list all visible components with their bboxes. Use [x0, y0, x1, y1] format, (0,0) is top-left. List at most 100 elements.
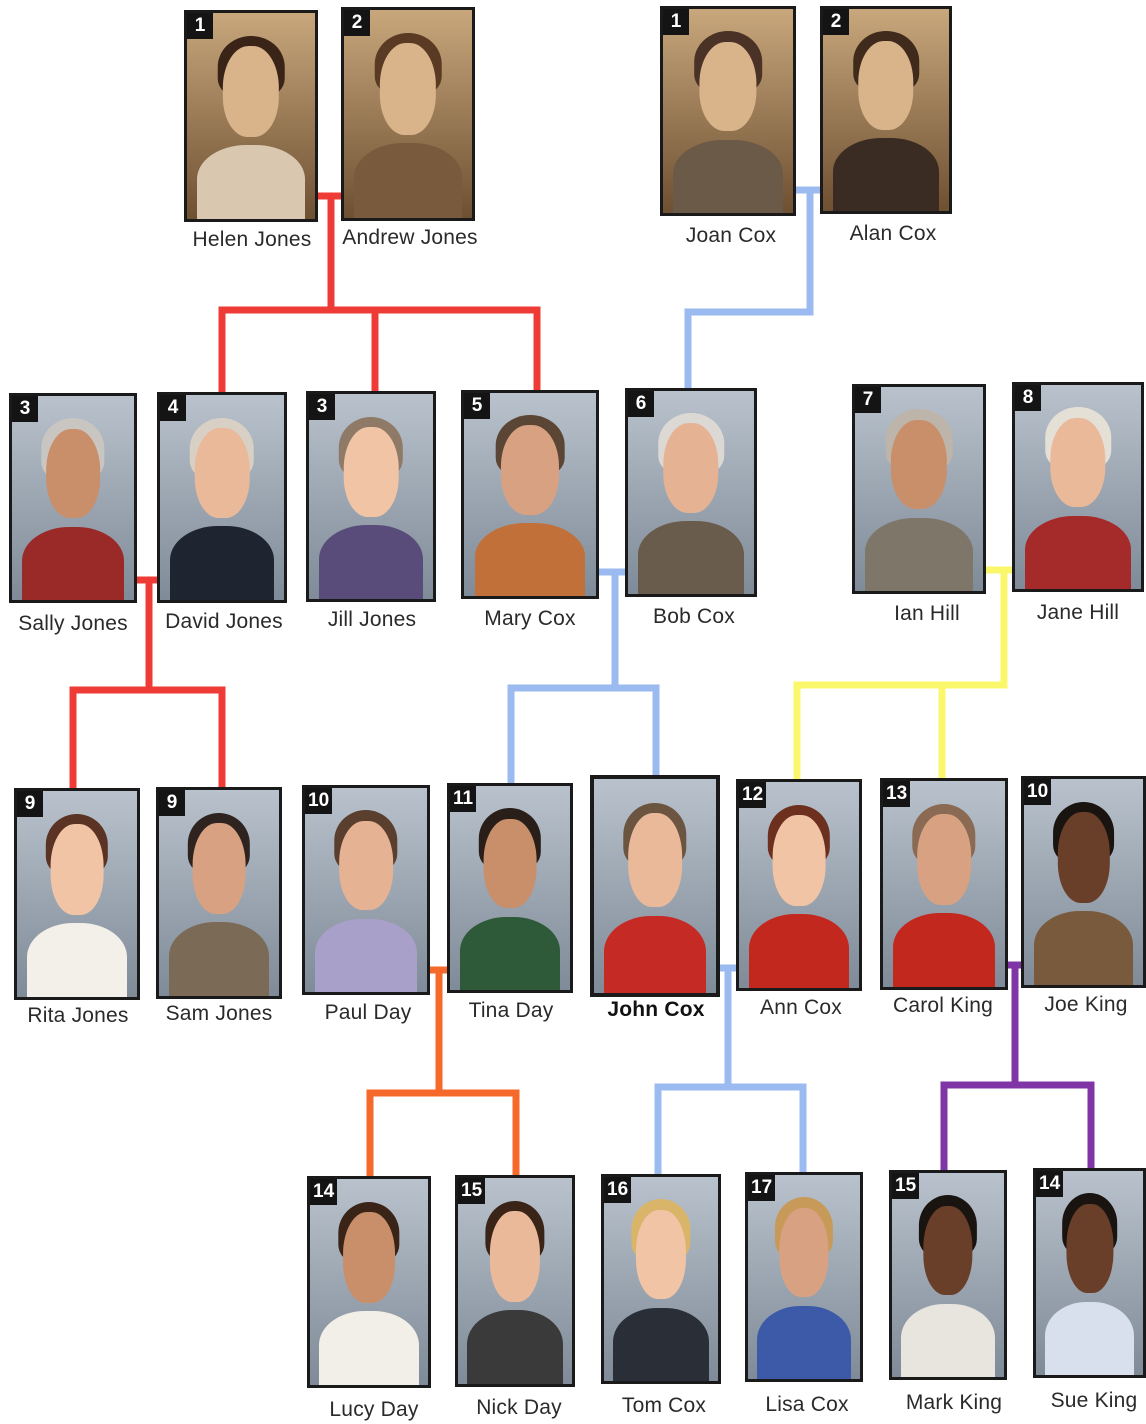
person-card-sue: 14 [1033, 1168, 1146, 1378]
face-shape [343, 1211, 395, 1303]
person-number-badge: 2 [823, 9, 849, 35]
clothing-shape [474, 522, 586, 596]
person-number-badge: 16 [604, 1177, 632, 1203]
face-shape [699, 41, 757, 132]
person-number-badge: 5 [464, 393, 490, 419]
person-name-jill: Jill Jones [327, 608, 417, 631]
person-number-badge: 1 [663, 9, 689, 35]
person-name-lucy: Lucy Day [329, 1398, 419, 1421]
person-name-helen: Helen Jones [192, 228, 312, 251]
face-shape [339, 820, 393, 911]
connector-ian-jane-children [793, 566, 1016, 783]
person-card-sally: 3 [9, 393, 137, 603]
clothing-shape [748, 913, 850, 988]
person-card-carol: 13 [880, 778, 1008, 990]
connector-mary-bob-children [507, 568, 660, 787]
person-number-badge: 12 [739, 782, 767, 808]
person-card-mary: 5 [461, 390, 599, 599]
clothing-shape [1025, 515, 1131, 589]
person-number-badge: 7 [855, 387, 881, 413]
portrait-photo [310, 1179, 428, 1385]
person-card-john [590, 775, 720, 997]
face-shape [1057, 811, 1110, 903]
person-card-joe: 10 [1021, 776, 1146, 988]
face-shape [489, 1210, 541, 1302]
clothing-shape [756, 1305, 852, 1379]
portrait-photo [739, 782, 859, 988]
person-name-ann: Ann Cox [760, 996, 842, 1019]
portrait-photo [748, 1175, 860, 1379]
portrait-photo [458, 1178, 572, 1384]
person-name-joan: Joan Cox [685, 224, 777, 247]
person-name-sally: Sally Jones [18, 612, 128, 635]
clothing-shape [354, 143, 462, 218]
face-shape [663, 423, 719, 513]
clothing-shape [26, 922, 128, 997]
connector-joan-alan-bob [684, 186, 824, 392]
portrait-photo [628, 391, 754, 594]
face-shape [194, 427, 250, 518]
person-name-bob: Bob Cox [653, 605, 735, 628]
person-number-badge: 10 [1024, 779, 1052, 805]
person-card-rita: 9 [14, 788, 140, 1000]
person-name-david: David Jones [165, 610, 283, 633]
person-name-lisa: Lisa Cox [765, 1393, 849, 1416]
portrait-photo [305, 788, 427, 992]
face-shape [1050, 417, 1106, 508]
portrait-photo [1036, 1171, 1143, 1375]
person-card-jane: 8 [1012, 382, 1144, 592]
portrait-photo [1015, 385, 1141, 589]
clothing-shape [169, 526, 275, 600]
person-name-alan: Alan Cox [849, 222, 937, 245]
person-number-badge: 8 [1015, 385, 1041, 411]
person-card-tina: 11 [447, 783, 573, 993]
clothing-shape [314, 918, 418, 992]
face-shape [379, 43, 437, 135]
portrait-photo [892, 1173, 1004, 1377]
person-number-badge: 3 [309, 394, 335, 420]
person-card-mark: 15 [889, 1170, 1007, 1380]
face-shape [222, 45, 280, 137]
person-number-badge: 4 [160, 395, 186, 421]
person-number-badge: 9 [17, 791, 43, 817]
clothing-shape [603, 915, 707, 993]
face-shape [50, 823, 104, 915]
person-number-badge: 15 [458, 1178, 486, 1204]
person-card-lucy: 14 [307, 1176, 431, 1388]
clothing-shape [1044, 1301, 1135, 1375]
person-name-rita: Rita Jones [27, 1004, 129, 1027]
person-card-sam: 9 [156, 787, 282, 999]
portrait-photo [663, 9, 793, 213]
face-shape [192, 822, 246, 914]
portrait-photo [823, 9, 949, 211]
person-number-badge: 15 [892, 1173, 920, 1199]
face-shape [628, 813, 682, 908]
face-shape [772, 814, 826, 906]
person-name-ian: Ian Hill [894, 602, 960, 625]
portrait-photo [159, 790, 279, 996]
face-shape [923, 1205, 973, 1296]
clothing-shape [459, 916, 561, 990]
face-shape [343, 426, 399, 517]
portrait-photo [187, 13, 315, 219]
person-card-paul: 10 [302, 785, 430, 995]
person-card-jill: 3 [306, 391, 436, 602]
person-name-tina: Tina Day [468, 999, 554, 1022]
person-name-andrew: Andrew Jones [342, 226, 478, 249]
clothing-shape [197, 144, 305, 219]
portrait-photo [12, 396, 134, 600]
clothing-shape [673, 139, 783, 213]
person-card-andrew: 2 [341, 7, 475, 221]
clothing-shape [318, 525, 424, 599]
person-number-badge: 3 [12, 396, 38, 422]
portrait-photo [160, 395, 284, 600]
person-card-lisa: 17 [745, 1172, 863, 1382]
clothing-shape [1033, 910, 1134, 985]
person-number-badge: 13 [883, 781, 911, 807]
clothing-shape [21, 526, 125, 600]
person-name-jane: Jane Hill [1036, 601, 1120, 624]
portrait-photo [464, 393, 596, 596]
portrait-photo [450, 786, 570, 990]
